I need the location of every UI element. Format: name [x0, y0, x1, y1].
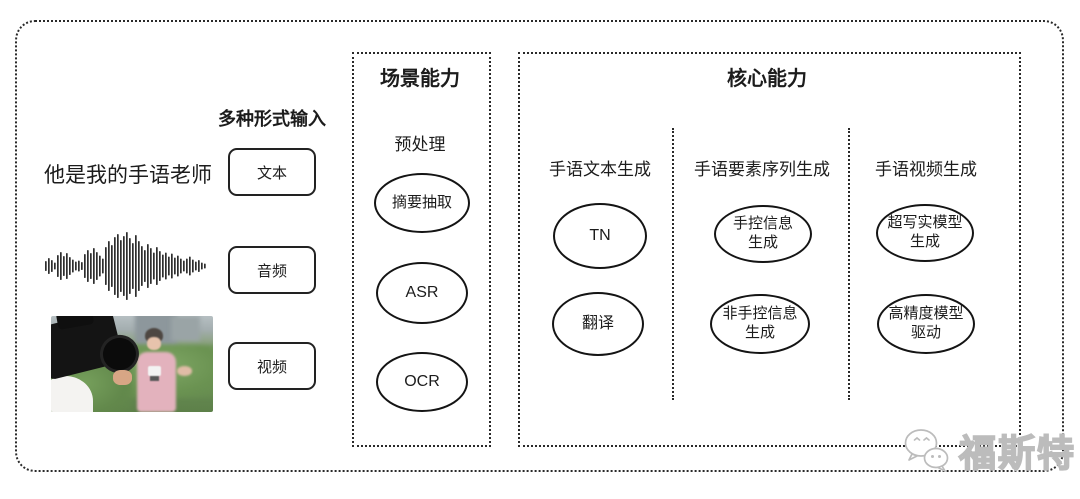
photo-reporter-figure: [136, 352, 176, 412]
core-node-translation: 翻译: [552, 292, 644, 356]
audio-waveform-icon: [43, 230, 207, 302]
input-box-text-label: 文本: [256, 164, 287, 182]
input-box-audio-label: 音频: [256, 262, 287, 280]
photo-cameraman-hand: [112, 369, 132, 386]
core-column-divider: [672, 128, 674, 400]
core-node-hyperreal-model-generation-label: 超写实模型 生成: [887, 214, 963, 250]
scene-node-summary-extraction-label: 摘要抽取: [391, 193, 452, 211]
core-node-high-precision-model-drive: 高精度模型 驱动: [877, 294, 975, 354]
core-node-tn-label: TN: [589, 227, 611, 244]
photo-microphone: [148, 365, 162, 376]
core-node-translation-label: 翻译: [581, 315, 614, 332]
core-column-video-generation-header: 手语视频生成: [875, 160, 977, 179]
watermark: 福斯特: [901, 423, 1076, 477]
core-column-text-generation-header: 手语文本生成: [549, 160, 651, 179]
input-formats-label: 多种形式输入: [218, 109, 326, 129]
video-thumbnail-image: [51, 316, 213, 412]
core-column-divider: [848, 128, 850, 400]
input-box-text: 文本: [228, 148, 316, 196]
scene-node-ocr-label: OCR: [404, 373, 440, 390]
core-node-high-precision-model-drive-label: 高精度模型 驱动: [888, 305, 964, 341]
scene-capability-title: 场景能力: [380, 68, 460, 90]
core-node-non-manual-info-generation-label: 非手控信息 生成: [722, 305, 798, 341]
preprocess-label: 预处理: [394, 135, 446, 154]
diagram-outer-border: [15, 20, 1064, 472]
scene-node-asr: ASR: [376, 262, 468, 324]
core-capability-panel: [518, 52, 1021, 447]
core-column-element-sequence-header: 手语要素序列生成: [694, 160, 830, 179]
wechat-bubbles-icon: [904, 429, 949, 472]
photo-reporter-face: [146, 337, 162, 350]
photo-reporter-hand: [177, 365, 192, 376]
photo-building-shape: [170, 316, 201, 341]
core-node-non-manual-info-generation: 非手控信息 生成: [710, 294, 810, 354]
input-box-video-label: 视频: [256, 358, 287, 376]
core-capability-title: 核心能力: [727, 68, 807, 90]
core-node-manual-info-generation: 手控信息 生成: [714, 205, 812, 263]
scene-node-summary-extraction: 摘要抽取: [374, 173, 470, 233]
core-node-manual-info-generation-label: 手控信息 生成: [732, 215, 793, 251]
scene-capability-panel: [352, 52, 491, 447]
input-box-audio: 音频: [228, 246, 316, 294]
watermark-text: 福斯特: [958, 432, 1076, 475]
core-node-tn: TN: [553, 203, 647, 269]
input-sample-text: 他是我的手语老师: [44, 164, 212, 187]
scene-node-ocr: OCR: [376, 352, 468, 412]
input-box-video: 视频: [228, 342, 316, 390]
core-node-hyperreal-model-generation: 超写实模型 生成: [876, 204, 974, 262]
scene-node-asr-label: ASR: [405, 284, 439, 301]
